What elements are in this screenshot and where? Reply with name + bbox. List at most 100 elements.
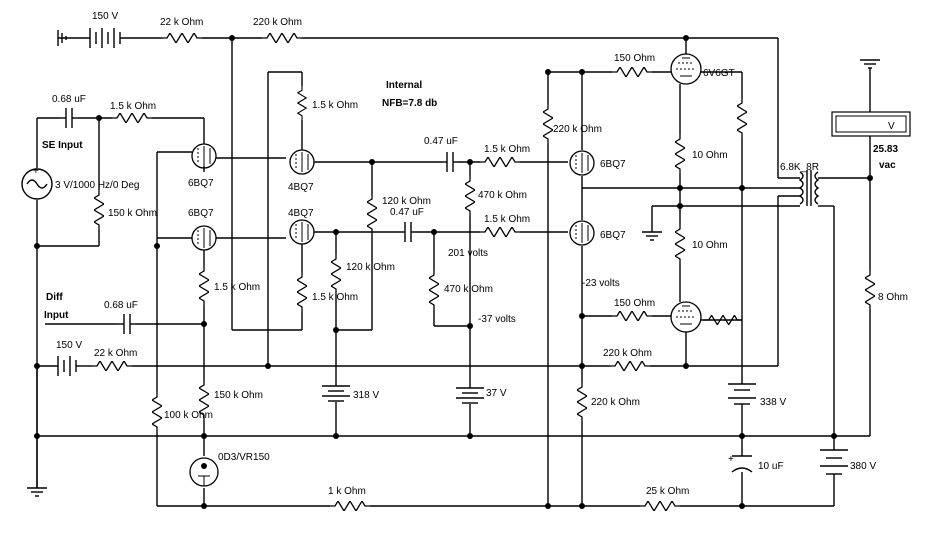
ground-meter — [860, 59, 880, 112]
battery-150v-top — [89, 28, 122, 48]
tube-vr150 — [189, 457, 219, 487]
svg-text:+: + — [33, 166, 39, 177]
svg-text:+: + — [728, 454, 734, 465]
ground-mid — [642, 231, 662, 241]
resistor-10-bot — [675, 224, 685, 264]
meter-v: V — [888, 121, 895, 132]
tube-6bq7-out-top — [569, 150, 595, 176]
resistor-150-top — [612, 67, 652, 77]
resistor-1k5-plate-b — [297, 272, 307, 312]
label-1k5-grid-top: 1.5 k Ohm — [484, 144, 530, 155]
resistor-10-top — [675, 134, 685, 174]
label-1k5-plate: 1.5 k Ohm — [312, 100, 358, 111]
label-22k-top: 22 k Ohm — [160, 17, 203, 28]
junction-dots — [34, 35, 873, 509]
resistor-220k-mid — [543, 104, 553, 144]
label-150v-top: 150 V — [92, 11, 118, 22]
resistor-1k5-cathode — [199, 266, 209, 306]
resistor-220k-bot — [610, 361, 650, 371]
tube-4bq7-top — [289, 148, 315, 175]
label-100k: 100 k Ohm — [164, 410, 213, 421]
label-4bq7-a: 4BQ7 — [288, 182, 314, 193]
label-input: Input — [44, 310, 69, 321]
label-150-top: 150 Ohm — [614, 53, 655, 64]
capacitor-068-diff — [118, 314, 136, 334]
label-8-ohm: 8 Ohm — [878, 292, 908, 303]
resistors — [92, 33, 875, 511]
capacitor-047-bot — [400, 222, 416, 242]
label-25k: 25 k Ohm — [646, 486, 689, 497]
battery-37v — [456, 387, 484, 404]
label-source: 3 V/1000 Hz/0 Deg — [55, 180, 140, 191]
label-318v: 318 V — [353, 390, 379, 401]
resistor-1k — [330, 501, 370, 511]
output-transformer — [798, 170, 820, 206]
label-220k-low: 220 k Ohm — [591, 397, 640, 408]
tube-4bq7-bot — [289, 219, 315, 245]
tubes — [189, 53, 702, 487]
capacitor-047-top — [442, 152, 458, 172]
label-338v: 338 V — [760, 397, 786, 408]
labels: 150 V 22 k Ohm 220 k Ohm Internal NFB=7.… — [42, 11, 908, 497]
resistor-220k-low — [577, 382, 587, 422]
tube-6bq7-bot — [191, 225, 217, 251]
label-vr150: 0D3/VR150 — [218, 452, 270, 463]
label-37v: 37 V — [486, 388, 507, 399]
label-10uf: 10 uF — [758, 461, 784, 472]
label-6bq7-out-bot: 6BQ7 — [600, 230, 626, 241]
label-068-diff: 0.68 uF — [104, 300, 138, 311]
resistor-1k5-grid-bot — [480, 227, 520, 237]
label-internal: Internal — [386, 80, 422, 91]
resistor-1k5-plate — [297, 86, 307, 120]
label-201v: 201 volts — [448, 248, 488, 259]
ground-bottom-left — [27, 487, 47, 497]
label-neg37v: -37 volts — [478, 314, 516, 325]
meter-unit: vac — [879, 160, 896, 171]
resistor-120k-a — [367, 194, 377, 234]
label-220k-top: 220 k Ohm — [253, 17, 302, 28]
label-1k5-plate-b: 1.5 k Ohm — [312, 292, 358, 303]
label-diff: Diff — [46, 292, 63, 303]
battery-150v-bot — [57, 356, 80, 376]
resistor-470k-a — [465, 176, 475, 216]
label-120k-b: 120 k Ohm — [346, 262, 395, 273]
resistor-8-ohm — [865, 270, 875, 310]
label-se-input: SE Input — [42, 140, 83, 151]
label-220k-mid: 220 k Ohm — [553, 124, 602, 135]
meter-value: 25.83 — [873, 144, 898, 155]
resistor-470k-b — [429, 270, 439, 310]
tube-6bq7-out-bot — [569, 220, 595, 246]
label-22k-bot: 22 k Ohm — [94, 348, 137, 359]
label-220k-bot: 220 k Ohm — [603, 348, 652, 359]
label-120k-a: 120 k Ohm — [382, 196, 431, 207]
label-047-top: 0.47 uF — [424, 136, 458, 147]
label-nfb: NFB=7.8 db — [382, 98, 437, 109]
grounds — [27, 30, 880, 497]
label-xfmr: 6.8K_8R — [780, 162, 819, 173]
label-neg23v: -23 volts — [582, 278, 620, 289]
resistor-screen — [737, 98, 747, 138]
capacitor-10u: + — [728, 454, 753, 473]
label-150-bot: 150 Ohm — [614, 298, 655, 309]
resistor-120k-b — [331, 254, 341, 294]
tube-6bq7-top — [191, 143, 217, 172]
label-10-bot: 10 Ohm — [692, 240, 728, 251]
label-10-top: 10 Ohm — [692, 150, 728, 161]
wires — [36, 37, 871, 507]
capacitor-068-top — [60, 108, 78, 128]
label-470k-b: 470 k Ohm — [444, 284, 493, 295]
label-1k5-grid-bot: 1.5 k Ohm — [484, 214, 530, 225]
ac-source: + — [21, 166, 53, 200]
label-1k: 1 k Ohm — [328, 486, 366, 497]
label-150k-b: 150 k Ohm — [214, 390, 263, 401]
resistor-22k-bot — [92, 361, 132, 371]
tube-6v6gt-bot — [670, 301, 702, 333]
label-047-bot: 0.47 uF — [390, 207, 424, 218]
label-1k5-input: 1.5 k Ohm — [110, 101, 156, 112]
voltmeter — [831, 111, 911, 137]
resistor-1k5-grid-top — [480, 157, 520, 167]
label-150v-bot: 150 V — [56, 340, 82, 351]
battery-338v — [728, 383, 756, 412]
